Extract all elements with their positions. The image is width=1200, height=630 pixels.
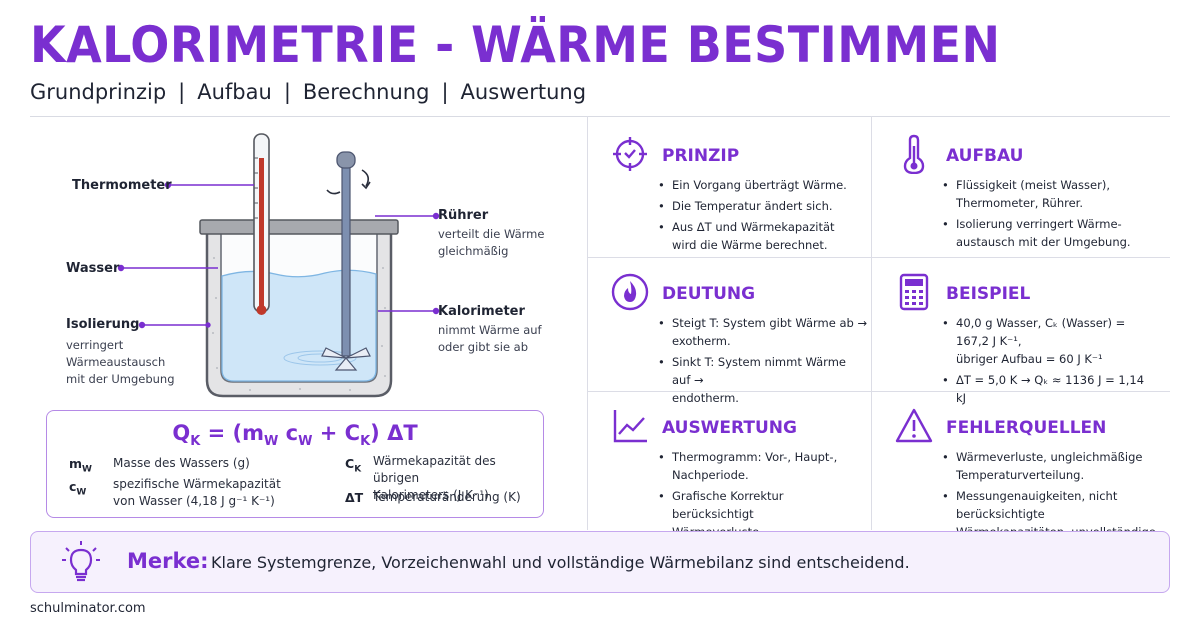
nav-aufbau: Aufbau [197, 80, 272, 104]
label-ruehrer-desc: verteilt die Wärme gleichmäßig [438, 227, 545, 258]
grid-divider [871, 116, 872, 530]
desc-dt: Temperaturänderung (K) [373, 490, 521, 504]
merke-banner: Merke: Klare Systemgrenze, Vorzeichenwah… [30, 531, 1170, 593]
desc-mw: Masse des Wassers (g) [113, 456, 250, 470]
warning-icon [895, 408, 933, 443]
lightbulb-icon [62, 541, 100, 582]
main-formula: QK = (mW cW + CK) ΔT [172, 421, 418, 450]
flame-icon [611, 273, 649, 311]
grid-divider [587, 391, 1170, 392]
subtitle-nav: Grundprinzip|Aufbau|Berechnung|Auswertun… [30, 80, 587, 104]
calorimeter-diagram: Thermometer Wasser Isolierung verringert… [0, 118, 590, 408]
card-title: PRINZIP [662, 146, 740, 166]
card-aufbau: AUFBAU Flüssigkeit (meist Wasser),Thermo… [874, 122, 1154, 257]
list-item: ΔT = 5,0 K → Qₖ ≈ 1136 J = 1,14 kJ [942, 371, 1152, 407]
card-list: Thermogramm: Vor-, Haupt-,Nachperiode. G… [658, 448, 868, 544]
list-item: Flüssigkeit (meist Wasser),Thermometer, … [942, 176, 1152, 212]
card-list: 40,0 g Wasser, Cₖ (Wasser) = 167,2 J K⁻¹… [942, 314, 1152, 410]
label-ruehrer: Rührer [438, 208, 489, 223]
page-title: KALORIMETRIE - WÄRME BESTIMMEN [30, 16, 1001, 74]
list-item: Ein Vorgang überträgt Wärme. [658, 176, 868, 194]
nav-grundprinzip: Grundprinzip [30, 80, 167, 104]
water [221, 269, 377, 382]
card-list: Flüssigkeit (meist Wasser),Thermometer, … [942, 176, 1152, 254]
target-icon [613, 137, 647, 171]
label-isolierung: Isolierung [66, 317, 140, 332]
card-list: Steigt T: System gibt Wärme ab →exotherm… [658, 314, 868, 410]
label-thermometer: Thermometer [72, 178, 172, 193]
footer-site: schulminator.com [30, 601, 146, 616]
symbol-dt: ΔT [345, 490, 364, 505]
card-prinzip: PRINZIP Ein Vorgang überträgt Wärme. Die… [590, 122, 870, 257]
card-title: BEISPIEL [946, 284, 1031, 304]
card-fehlerquellen: FEHLERQUELLEN Wärmeverluste, ungleichmäß… [874, 394, 1170, 557]
list-item: Sinkt T: System nimmt Wärme auf →endothe… [658, 353, 868, 407]
stirrer-rod [341, 165, 351, 357]
nav-berechnung: Berechnung [302, 80, 430, 104]
chart-line-icon [613, 410, 647, 443]
merke-text: Klare Systemgrenze, Vorzeichenwahl und v… [211, 553, 910, 572]
symbol-ck: CK [345, 456, 362, 475]
list-item: Thermogramm: Vor-, Haupt-,Nachperiode. [658, 448, 868, 484]
label-kalorimeter-desc: nimmt Wärme auf oder gibt sie ab [438, 323, 542, 354]
list-item: Steigt T: System gibt Wärme ab →exotherm… [658, 314, 868, 350]
list-item: Wärmeverluste, ungleichmäßigeTemperaturv… [942, 448, 1168, 484]
card-title: FEHLERQUELLEN [946, 418, 1107, 438]
label-kalorimeter: Kalorimeter [438, 304, 525, 319]
list-item: Die Temperatur ändert sich. [658, 197, 868, 215]
calculator-icon [899, 273, 929, 311]
insulation-texture [212, 257, 386, 391]
symbol-cw: cW [69, 479, 87, 498]
list-item: 40,0 g Wasser, Cₖ (Wasser) = 167,2 J K⁻¹… [942, 314, 1152, 368]
card-beispiel: BEISPIEL 40,0 g Wasser, Cₖ (Wasser) = 16… [874, 260, 1154, 405]
card-title: DEUTUNG [662, 284, 756, 304]
header-divider [30, 116, 1170, 117]
list-item: Grafische Korrektur berücksichtigtWärmev… [658, 487, 868, 541]
label-isolierung-desc: verringert Wärmeaustausch mit der Umgebu… [66, 338, 175, 386]
lid [199, 219, 399, 235]
card-deutung: DEUTUNG Steigt T: System gibt Wärme ab →… [590, 260, 870, 405]
grid-divider [587, 116, 588, 530]
card-title: AUFBAU [946, 146, 1024, 166]
merke-label: Merke: [127, 549, 209, 573]
list-item: Isolierung verringert Wärme-austausch mi… [942, 215, 1152, 251]
symbol-mw: mW [69, 456, 92, 475]
calorimeter-illustration [117, 133, 440, 398]
grid-divider [587, 257, 1170, 258]
card-list: Ein Vorgang überträgt Wärme. Die Tempera… [658, 176, 868, 257]
card-title: AUSWERTUNG [662, 418, 797, 438]
label-wasser: Wasser [66, 261, 120, 276]
formula-box: QK = (mW cW + CK) ΔT mW Masse des Wasser… [46, 410, 544, 518]
card-auswertung: AUSWERTUNG Thermogramm: Vor-, Haupt-,Nac… [590, 394, 870, 539]
thermometer-icon [903, 134, 925, 174]
nav-auswertung: Auswertung [460, 80, 587, 104]
